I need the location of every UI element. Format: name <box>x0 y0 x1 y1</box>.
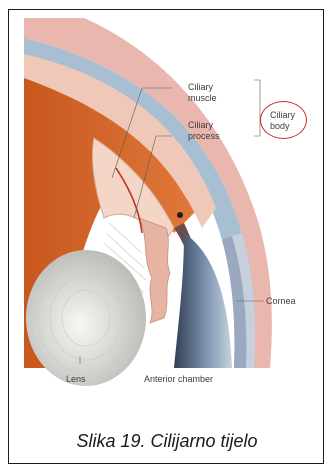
anterior-chamber-region <box>174 233 232 368</box>
figure-caption: Slika 19. Cilijarno tijelo <box>0 431 334 452</box>
label-anterior-chamber: Anterior chamber <box>144 374 213 385</box>
label-ciliary-body: Ciliary body <box>270 110 295 131</box>
lens-shape <box>26 250 146 386</box>
label-ciliary-body-line1: Ciliary <box>270 110 295 121</box>
label-ciliary-muscle-line2: muscle <box>188 93 217 104</box>
label-ciliary-process-line1: Ciliary <box>188 120 220 131</box>
eye-anatomy-illustration <box>24 18 316 396</box>
label-ciliary-process-line2: process <box>188 131 220 142</box>
label-lens: Lens <box>66 374 86 385</box>
label-ciliary-body-line2: body <box>270 121 295 132</box>
label-ciliary-muscle: Ciliary muscle <box>188 82 217 103</box>
label-ciliary-process: Ciliary process <box>188 120 220 141</box>
label-ciliary-muscle-line1: Ciliary <box>188 82 217 93</box>
label-cornea: Cornea <box>266 296 296 307</box>
